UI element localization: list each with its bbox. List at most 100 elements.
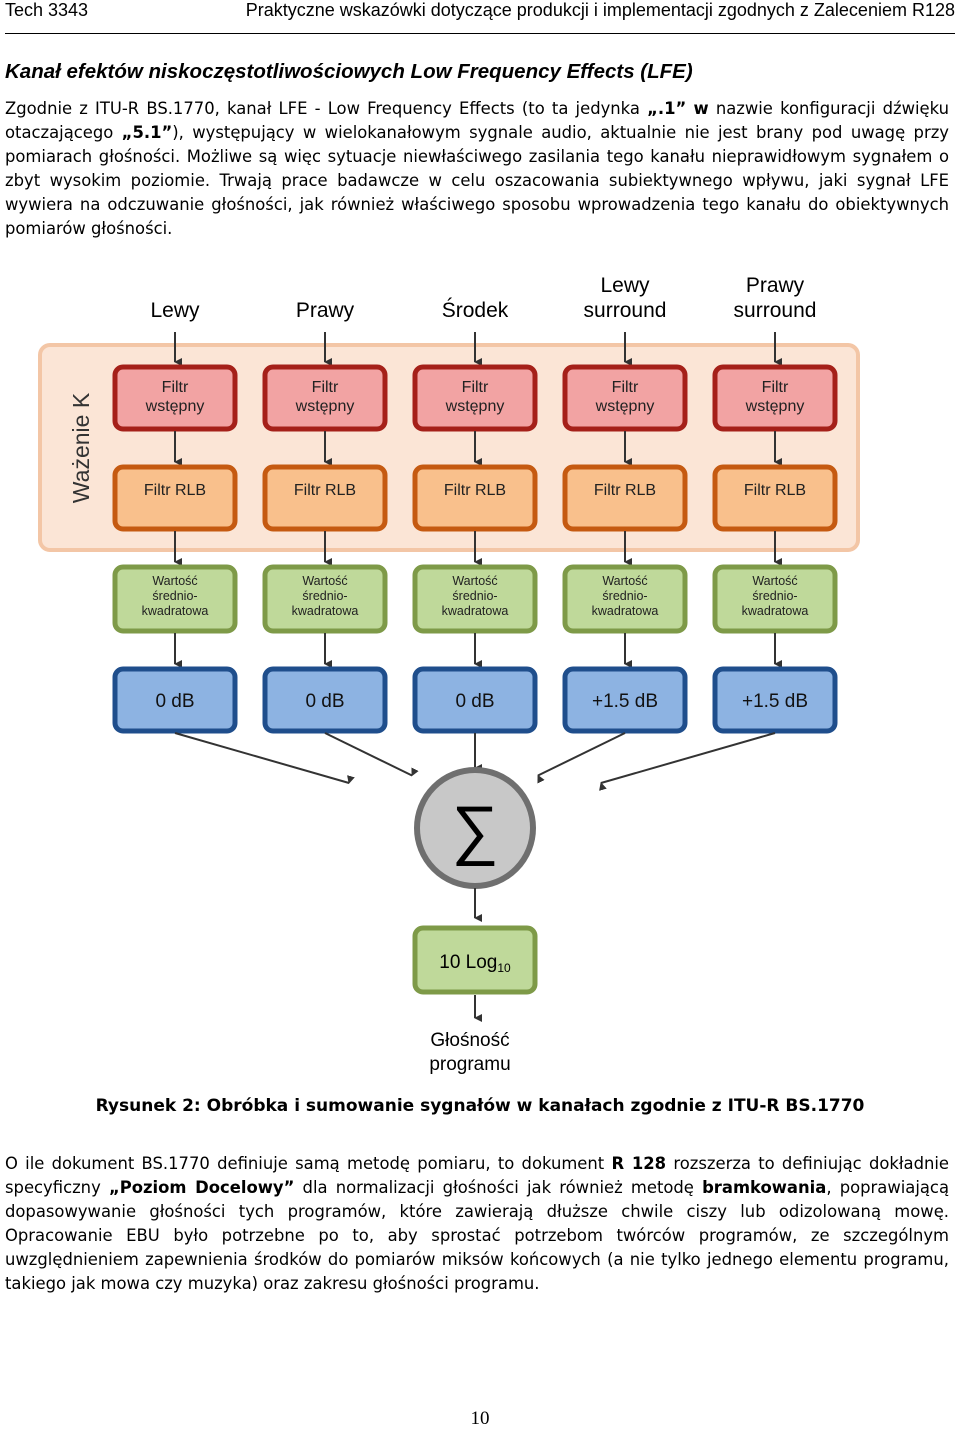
- prefilter-block: [562, 364, 688, 432]
- gain-label: 0 dB: [455, 691, 494, 712]
- rlb-filter-block: [262, 464, 388, 532]
- rms-label-line2: średnio-: [602, 589, 647, 603]
- rms-label-line3: kwadratowa: [592, 604, 659, 618]
- figure-caption: Rysunek 2: Obróbka i sumowanie sygnałów …: [95, 1096, 865, 1116]
- rms-label-line2: średnio-: [152, 589, 197, 603]
- gain-label: 0 dB: [155, 691, 194, 712]
- document-id: Tech 3343: [5, 0, 89, 20]
- rms-block: [112, 564, 238, 634]
- text-run: , poprawiającą dopasowywanie głośności t…: [5, 1178, 949, 1293]
- rlb-filter-block: [412, 464, 538, 532]
- channel-label: Środek: [442, 298, 509, 322]
- gain-block: [262, 666, 388, 734]
- rms-label-line3: kwadratowa: [142, 604, 209, 618]
- prefilter-block: [112, 364, 238, 432]
- bold-run: bramkowania: [702, 1178, 827, 1197]
- prefilter-label-line2: wstępny: [595, 398, 655, 415]
- log-text: 10 Log: [439, 952, 497, 973]
- sum-input-arrow: [599, 732, 776, 791]
- prefilter-label-line1: Filtr: [162, 379, 189, 396]
- rms-label-line3: kwadratowa: [292, 604, 359, 618]
- rms-block: [412, 564, 538, 634]
- rlb-filter-label: Filtr RLB: [594, 482, 656, 499]
- log-block: [412, 925, 538, 995]
- prefilter-label-line2: wstępny: [745, 398, 805, 415]
- channel-label: Lewy: [150, 299, 200, 322]
- rms-label-line2: średnio-: [302, 589, 347, 603]
- bold-run: w: [693, 99, 709, 118]
- sum-input-arrow: [537, 732, 626, 784]
- rlb-filter-label: Filtr RLB: [444, 482, 506, 499]
- rms-label-line1: Wartość: [302, 574, 347, 588]
- prefilter-block: [262, 364, 388, 432]
- rms-label-line1: Wartość: [152, 574, 197, 588]
- document-title: Praktyczne wskazówki dotyczące produkcji…: [245, 0, 955, 20]
- sum-input-arrow: [174, 732, 355, 784]
- bold-run: R 128: [611, 1154, 667, 1173]
- gain-label: +1.5 dB: [592, 691, 658, 712]
- gain-block: [562, 666, 688, 734]
- text-run: dla normalizacji głośności jak również m…: [294, 1178, 703, 1197]
- prefilter-label-line2: wstępny: [295, 398, 355, 415]
- rms-label-line1: Wartość: [602, 574, 647, 588]
- body-paragraph: O ile dokument BS.1770 definiuje samą me…: [5, 1152, 949, 1296]
- text-run: nazwie konfiguracji dźwięku otaczającego: [5, 99, 950, 142]
- rlb-filter-label: Filtr RLB: [744, 482, 806, 499]
- page-header: Tech 3343 Praktyczne wskazówki dotyczące…: [5, 0, 955, 34]
- rms-label-line3: kwadratowa: [742, 604, 809, 618]
- summation-node: [414, 767, 536, 889]
- prefilter-block: [712, 364, 838, 432]
- rms-block: [562, 564, 688, 634]
- rlb-filter-label: Filtr RLB: [294, 482, 356, 499]
- gain-block: [412, 666, 538, 734]
- rms-block: [712, 564, 838, 634]
- gain-block: [112, 666, 238, 734]
- rms-label-line2: średnio-: [452, 589, 497, 603]
- rlb-filter-label: Filtr RLB: [144, 482, 206, 499]
- prefilter-label-line2: wstępny: [145, 398, 205, 415]
- log-subscript: 10: [497, 961, 511, 975]
- rms-label-line3: kwadratowa: [442, 604, 509, 618]
- k-weighting-label: Ważenie K: [68, 392, 94, 503]
- gain-label: 0 dB: [305, 691, 344, 712]
- prefilter-label-line2: wstępny: [445, 398, 505, 415]
- prefilter-label-line1: Filtr: [612, 379, 639, 396]
- channel-label: Prawy: [296, 299, 355, 322]
- page-number: 10: [470, 1408, 490, 1429]
- gain-block: [712, 666, 838, 734]
- rlb-filter-block: [562, 464, 688, 532]
- text-run: O ile dokument BS.1770 definiuje samą me…: [5, 1154, 612, 1173]
- output-label-line1: Głośność: [430, 1030, 509, 1051]
- summation-symbol: ∑: [451, 792, 498, 866]
- section-title: Kanał efektów niskoczęstotliwościowych L…: [5, 60, 693, 83]
- log-label: 10 Log10: [439, 952, 511, 975]
- sum-input-arrow: [324, 732, 419, 777]
- prefilter-label-line1: Filtr: [462, 379, 489, 396]
- rms-label-line2: średnio-: [752, 589, 797, 603]
- rlb-filter-block: [112, 464, 238, 532]
- bold-run: „5.1”: [121, 123, 173, 142]
- rms-label-line1: Wartość: [452, 574, 497, 588]
- bold-run: „Poziom Docelowy”: [108, 1178, 295, 1197]
- rlb-filter-block: [712, 464, 838, 532]
- text-run: ), występujący w wielokanałowym sygnale …: [5, 123, 949, 238]
- prefilter-label-line1: Filtr: [312, 379, 339, 396]
- rms-label-line1: Wartość: [752, 574, 797, 588]
- rms-block: [262, 564, 388, 634]
- intro-paragraph: Zgodnie z ITU-R BS.1770, kanał LFE - Low…: [5, 97, 949, 241]
- text-run: rozszerza to definiując dokładnie specyf…: [5, 1154, 950, 1197]
- text-run: Zgodnie z ITU-R BS.1770, kanał LFE - Low…: [5, 99, 648, 118]
- gain-label: +1.5 dB: [742, 691, 808, 712]
- prefilter-block: [412, 364, 538, 432]
- channel-label-line2: surround: [584, 299, 667, 322]
- prefilter-label-line1: Filtr: [762, 379, 789, 396]
- channel-label: Lewy: [600, 274, 650, 297]
- channel-label: Prawy: [746, 274, 805, 297]
- bold-run: „.1”: [647, 99, 687, 118]
